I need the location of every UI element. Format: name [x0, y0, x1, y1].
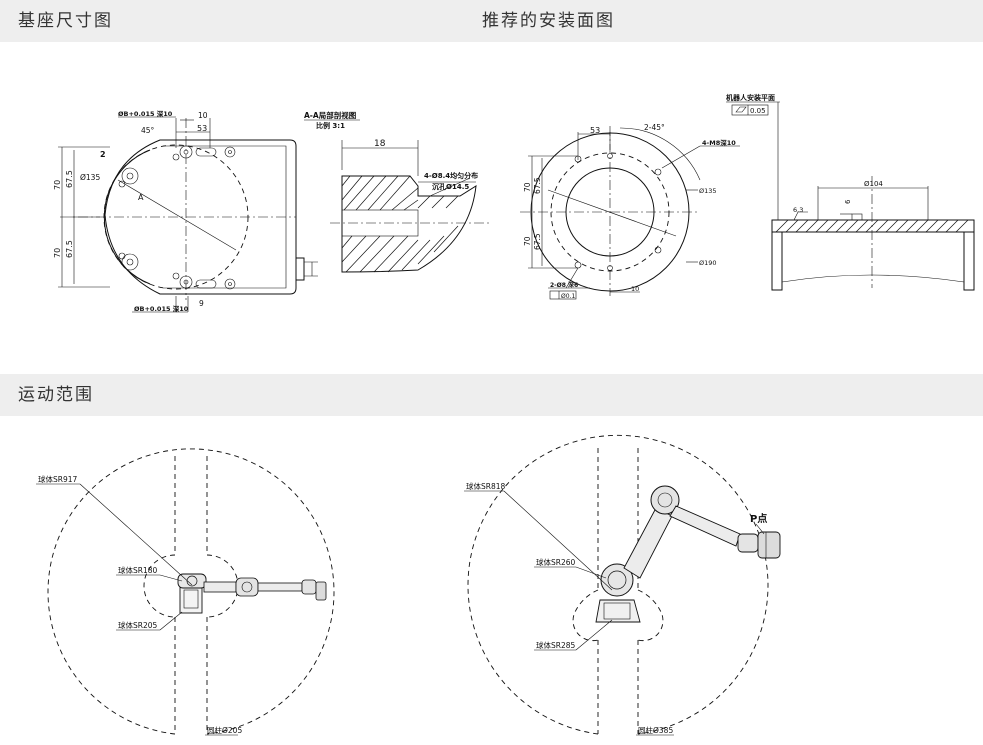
hole-note-1: 4-Ø8.4均匀分布 [424, 171, 478, 180]
section-header-range: 运动范围 [0, 374, 983, 416]
label-sr205: 球体SR205 [118, 620, 158, 630]
roughness: 6.3 [793, 206, 803, 214]
pin-note: 2-Ø8 深6 [550, 281, 578, 289]
mount-plane-drawing: 机器人安装平面 0.05 Ø104 6 6.3 [726, 93, 975, 291]
label-cyl-205: 圆柱Ø205 [207, 725, 242, 735]
plane-title: 机器人安装平面 [726, 93, 775, 102]
dim-2-45: 2-45° [644, 123, 665, 132]
base-dimensions-title: 基座尺寸图 [18, 11, 113, 31]
recommended-mount-title: 推荐的安装面图 [482, 11, 615, 31]
dim-675-bot: 67.5 [65, 240, 74, 258]
dim-A: A [138, 193, 144, 202]
mount-face-drawing: 2-45° 53 70 67.5 70 67.5 4-M8深10 Ø135 Ø1… [520, 123, 740, 300]
label-sr180: 球体SR180 [118, 565, 158, 575]
motion-range-title: 运动范围 [18, 385, 94, 405]
dim-70-top: 70 [53, 180, 62, 190]
dim-6: 6 [844, 199, 852, 204]
d104-label: Ø104 [864, 180, 883, 188]
hole-bottom-note: ØB+0.015 深10 [134, 304, 189, 313]
dim-675-top: 67.5 [65, 170, 74, 188]
mount-dim-53: 53 [590, 126, 600, 135]
dim-18: 18 [374, 139, 386, 149]
m8-note: 4-M8深10 [702, 138, 736, 147]
d190-label: Ø190 [699, 259, 717, 267]
d135-label: Ø135 [699, 187, 717, 195]
mount-dim-675-top: 67.5 [533, 177, 542, 194]
label-sr818: 球体SR818 [466, 481, 506, 491]
section-view-drawing: A-A局部剖视图 比例 3:1 18 4-Ø8.4均匀分布 沉孔Ø14.5 [304, 110, 490, 273]
hole-note-2: 沉孔Ø14.5 [432, 182, 469, 191]
dim-2: 2 [100, 150, 106, 159]
mount-dim-70-bot: 70 [523, 236, 532, 246]
dim-10: 10 [198, 111, 208, 120]
dim-70-bot: 70 [53, 248, 62, 258]
flatness-value: 0.05 [750, 107, 766, 115]
mount-dim-10: 10 [631, 285, 639, 293]
section-scale: 比例 3:1 [316, 121, 345, 130]
dim-45deg: 45° [141, 126, 155, 135]
dim-9: 9 [199, 299, 204, 308]
mount-dim-675-bot: 67.5 [533, 233, 542, 250]
hole-top-note: ØB+0.015 深10 [118, 109, 173, 118]
label-sr260: 球体SR260 [536, 557, 576, 567]
dim-135: Ø135 [80, 173, 100, 182]
section-title: A-A局部剖视图 [304, 110, 357, 120]
mount-dim-70-top: 70 [523, 182, 532, 192]
dim-53: 53 [197, 124, 207, 133]
label-cyl-385: 圆柱Ø385 [638, 725, 673, 735]
label-sr917: 球体SR917 [38, 474, 78, 484]
label-sr285: 球体SR285 [536, 640, 576, 650]
base-dimension-drawing: 70 67.5 70 67.5 10 53 45° 2 A Ø135 ØB+0.… [53, 109, 318, 313]
pin-tolerance: Ø0.1 [561, 293, 575, 300]
label-p-point: P点 [750, 512, 767, 525]
section-header-top: 基座尺寸图 推荐的安装面图 [0, 0, 983, 42]
